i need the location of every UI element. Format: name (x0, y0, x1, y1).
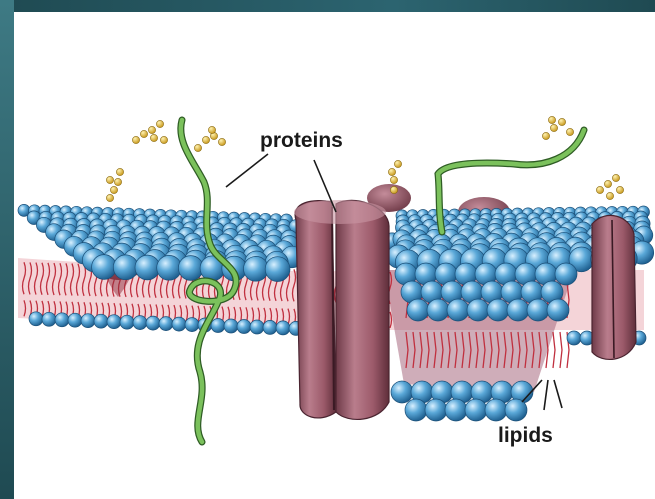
lipids-label: lipids (498, 424, 553, 447)
phospholipid-head (447, 299, 469, 321)
phospholipid-head (485, 399, 507, 421)
carbohydrate-bead (106, 194, 113, 201)
phospholipid-head (237, 320, 251, 334)
transmembrane-protein (592, 215, 636, 359)
phospholipid-head (133, 316, 147, 330)
carbohydrate-bead (604, 180, 611, 187)
proteins-label: proteins (260, 129, 343, 152)
slide-canvas: proteins lipids (14, 12, 655, 499)
phospholipid-head (224, 319, 238, 333)
cell-membrane-diagram: proteins lipids (14, 12, 655, 499)
carbohydrate-bead (106, 176, 113, 183)
phospholipid-head (120, 315, 134, 329)
phospholipid-head (29, 312, 43, 326)
phospholipid-head (68, 313, 82, 327)
phospholipid-head (157, 255, 182, 280)
carbohydrate-bead (110, 186, 117, 193)
carbohydrate-bead (596, 186, 603, 193)
carbohydrate-bead (558, 118, 565, 125)
phospholipid-head (178, 256, 203, 281)
carbohydrate-bead (612, 174, 619, 181)
transmembrane-protein (294, 200, 389, 419)
carbohydrate-bead (394, 160, 401, 167)
carbohydrate-bead (156, 120, 163, 127)
phospholipid-head (94, 314, 108, 328)
phospholipid-head (276, 321, 290, 335)
phospholipid-head (211, 319, 225, 333)
carbohydrate-bead (550, 124, 557, 131)
lipid-tail (553, 332, 555, 368)
phospholipid-head (92, 255, 117, 280)
phospholipid-head (81, 314, 95, 328)
carbohydrate-bead (542, 132, 549, 139)
phospholipid-head (172, 317, 186, 331)
phospholipid-head (244, 256, 269, 281)
carbohydrate-bead (548, 116, 555, 123)
phospholipid-head (185, 318, 199, 332)
phospholipid-head (567, 331, 581, 345)
carbohydrate-bead (218, 138, 225, 145)
phospholipid-head (407, 299, 429, 321)
carbohydrate-bead (388, 168, 395, 175)
carbohydrate-bead (616, 186, 623, 193)
phospholipid-head (555, 263, 577, 285)
phospholipid-head (146, 316, 160, 330)
phospholipid-head (467, 299, 489, 321)
carbohydrate-bead (150, 134, 157, 141)
carbohydrate-bead (194, 144, 201, 151)
phospholipid-head (250, 320, 264, 334)
phospholipid-head (465, 399, 487, 421)
phospholipid-head (265, 257, 290, 282)
phospholipid-head (507, 299, 529, 321)
carbohydrate-bead (606, 192, 613, 199)
lipid-tail (560, 332, 562, 368)
carbohydrate-bead (160, 136, 167, 143)
carbohydrate-bead (148, 126, 155, 133)
carbohydrate-bead (208, 126, 215, 133)
phospholipid-head (547, 299, 569, 321)
phospholipid-head (107, 315, 121, 329)
phospholipid-head (113, 255, 138, 280)
carbohydrate-bead (390, 176, 397, 183)
carbohydrate-bead (390, 186, 397, 193)
phospholipid-head (425, 399, 447, 421)
phospholipid-head (427, 299, 449, 321)
phospholipid-head (445, 399, 467, 421)
carbohydrate-bead (116, 168, 123, 175)
phospholipid-head (405, 399, 427, 421)
phospholipid-head (391, 381, 413, 403)
slide-frame-top (0, 0, 655, 12)
carbohydrate-bead (132, 136, 139, 143)
phospholipid-head (527, 299, 549, 321)
carbohydrate-bead (566, 128, 573, 135)
phospholipid-head (42, 312, 56, 326)
phospholipid-head (159, 317, 173, 331)
phospholipid-head (505, 399, 527, 421)
carbohydrate-bead (202, 136, 209, 143)
phospholipid-head (135, 255, 160, 280)
phospholipid-head (263, 320, 277, 334)
phospholipid-head (487, 299, 509, 321)
carbohydrate-bead (114, 178, 121, 185)
slide-frame-left (0, 0, 14, 499)
phospholipid-head (55, 313, 69, 327)
carbohydrate-bead (140, 130, 147, 137)
